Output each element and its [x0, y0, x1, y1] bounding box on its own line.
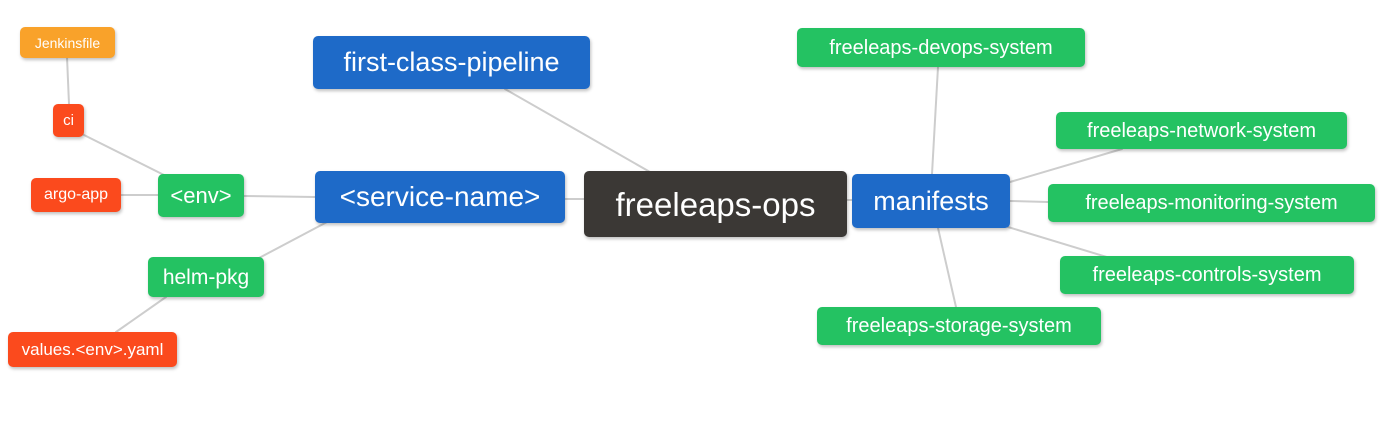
edge-manifests-to-freeleaps-controls-system — [1007, 226, 1111, 259]
edge-env-to-service-name — [243, 195, 316, 198]
edge-manifests-to-freeleaps-storage-system — [937, 227, 957, 308]
node-manifests[interactable]: manifests — [852, 174, 1010, 228]
node-ci[interactable]: ci — [53, 104, 84, 137]
node-freeleaps-devops-system[interactable]: freeleaps-devops-system — [797, 28, 1085, 67]
node-argo-app[interactable]: argo-app — [31, 178, 121, 212]
edge-ci-to-env — [83, 134, 173, 180]
edge-jenkinsfile-to-ci — [66, 56, 70, 105]
node-freeleaps-ops[interactable]: freeleaps-ops — [584, 171, 847, 237]
edge-first-class-pipeline-to-freeleaps-ops — [504, 88, 651, 173]
node-freeleaps-storage-system[interactable]: freeleaps-storage-system — [817, 307, 1101, 345]
edge-manifests-to-freeleaps-monitoring-system — [1009, 200, 1049, 203]
edge-manifests-to-freeleaps-network-system — [1009, 148, 1123, 183]
edge-values-env-yaml-to-helm-pkg — [115, 296, 167, 333]
edge-manifests-to-freeleaps-devops-system — [931, 66, 939, 175]
edge-helm-pkg-to-service-name — [258, 221, 328, 259]
node-jenkinsfile[interactable]: Jenkinsfile — [20, 27, 115, 58]
node-first-class-pipeline[interactable]: first-class-pipeline — [313, 36, 590, 89]
node-env[interactable]: <env> — [158, 174, 244, 217]
node-service-name[interactable]: <service-name> — [315, 171, 565, 223]
node-values-env-yaml[interactable]: values.<env>.yaml — [8, 332, 177, 367]
node-freeleaps-monitoring-system[interactable]: freeleaps-monitoring-system — [1048, 184, 1375, 222]
node-helm-pkg[interactable]: helm-pkg — [148, 257, 264, 297]
node-freeleaps-controls-system[interactable]: freeleaps-controls-system — [1060, 256, 1354, 294]
node-freeleaps-network-system[interactable]: freeleaps-network-system — [1056, 112, 1347, 149]
